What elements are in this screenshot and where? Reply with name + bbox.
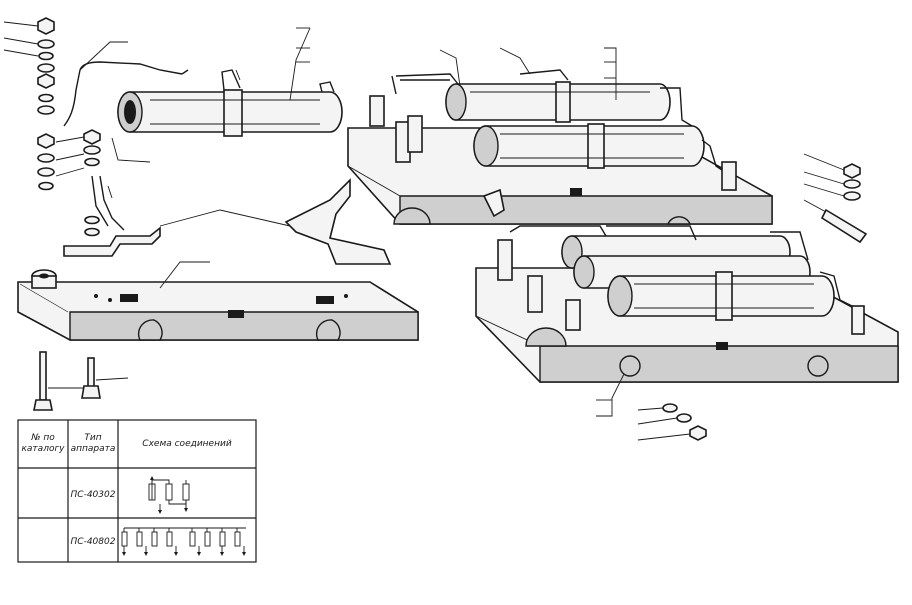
resistor-tube-single [117, 69, 343, 137]
hardware-stack-right [803, 153, 868, 244]
bolts-left [33, 351, 129, 411]
row2-device-type: ПС-40802 [71, 537, 116, 547]
assembly-upper-right [347, 47, 773, 225]
schematic-3-resistor [148, 476, 190, 514]
hardware-stack-middle-left [37, 129, 101, 191]
hardware-stack-top-left [3, 17, 55, 115]
header-catalog-no-line2: каталогу [21, 444, 65, 454]
base-plate-left [17, 261, 419, 341]
schematic-8-resistor [121, 527, 246, 556]
hardware-stack-bottom-right [637, 403, 707, 441]
mounting-bracket-middle [159, 178, 392, 265]
header-catalog-no-line1: № по [30, 433, 55, 443]
leader-lines-top-left [111, 27, 311, 163]
lead-wire-left [63, 41, 189, 127]
header-connection-scheme: Схема соединений [142, 439, 232, 449]
header-device-type-line2: аппарата [71, 444, 116, 454]
catalog-table: № по каталогу Тип аппарата Схема соедине… [17, 419, 257, 563]
mounting-bracket-left [63, 175, 161, 257]
header-device-type-line1: Тип [84, 433, 101, 443]
assembly-lower-right [475, 225, 899, 417]
row1-device-type: ПС-40302 [71, 490, 116, 500]
